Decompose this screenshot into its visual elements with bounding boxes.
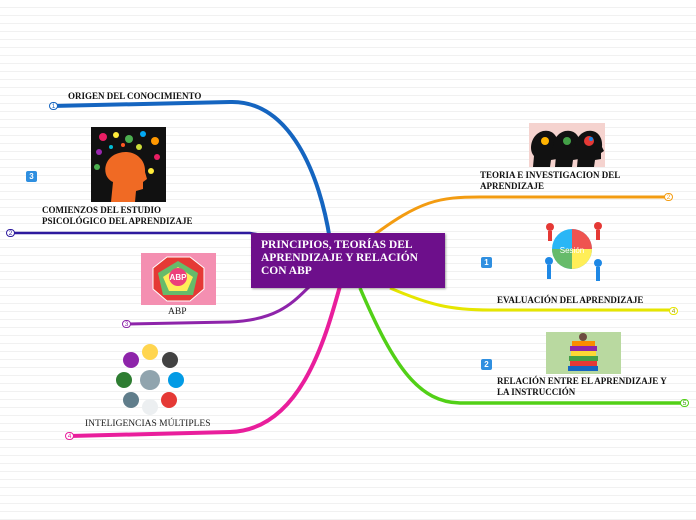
order-pill-origen: 1 — [49, 102, 58, 110]
books-stack-image — [546, 332, 621, 374]
central-topic[interactable]: PRINCIPIOS, TEORÍAS DEL APRENDIZAJE Y RE… — [251, 233, 445, 288]
topic-relacion-label[interactable]: RELACIÓN ENTRE EL APRENDIZAJE Y LA INSTR… — [497, 376, 667, 397]
branch-line-inteligencias — [69, 285, 342, 438]
branch-line-evaluacion — [389, 286, 673, 312]
puzzle-people-image: Sesión — [540, 219, 608, 287]
abp-octagon-image: ABP — [141, 253, 216, 305]
order-pill-inteligencias: 4 — [65, 432, 74, 440]
branch-line-relacion — [358, 287, 684, 405]
topic-abp-label[interactable]: ABP — [168, 307, 187, 317]
puzzle-text: Sesión — [560, 246, 584, 255]
order-pill-relacion: 5 — [680, 399, 689, 407]
topic-evaluacion-label[interactable]: EVALUACIÓN DEL APRENDIZAJE — [497, 295, 644, 305]
multiple-intelligences-image — [113, 344, 188, 417]
topic-inteligencias-label[interactable]: INTELIGENCIAS MÚLTIPLES — [85, 419, 211, 429]
priority-badge-comienzos: 3 — [26, 171, 37, 182]
priority-badge-relacion: 2 — [481, 359, 492, 370]
head-with-icons-image — [91, 127, 166, 202]
branch-line-abp — [127, 284, 312, 326]
branch-line-comienzos — [12, 231, 291, 242]
topic-comienzos-label[interactable]: COMIENZOS DEL ESTUDIO PSICOLÓGICO DEL AP… — [42, 205, 193, 226]
order-pill-teoria: 2 — [664, 193, 673, 201]
branch-line-origen — [51, 99, 332, 241]
abp-logo-text: ABP — [170, 273, 188, 282]
priority-badge-evaluacion: 1 — [481, 257, 492, 268]
order-pill-abp: 3 — [122, 320, 131, 328]
topic-origen-label[interactable]: ORIGEN DEL CONOCIMIENTO — [68, 91, 202, 101]
branch-line-teoria — [369, 195, 670, 240]
order-pill-evaluacion: 4 — [669, 307, 678, 315]
three-heads-image — [529, 123, 605, 167]
topic-teoria-label[interactable]: TEORIA E INVESTIGACION DEL APRENDIZAJE — [480, 170, 620, 191]
order-pill-comienzos: 2 — [6, 229, 15, 237]
